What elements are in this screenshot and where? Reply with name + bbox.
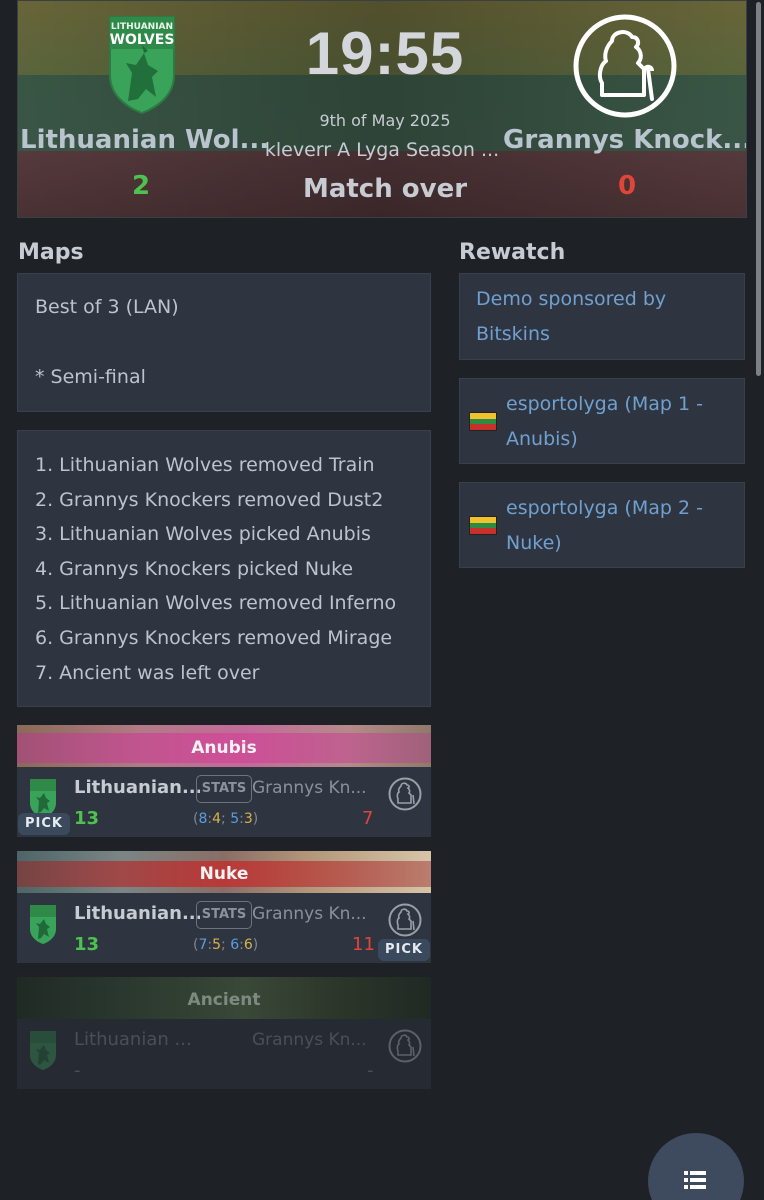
half-scores: (7:5; 6:6) (193, 937, 259, 953)
half1-ct: 4 (212, 811, 222, 827)
lithuanian-wolves-logo (28, 1029, 58, 1071)
team2-name[interactable]: Grannys Kn... (252, 904, 367, 924)
lithuanian-wolves-logo (28, 903, 58, 945)
demo-sponsor-link[interactable]: Demo sponsored by Bitskins (459, 273, 745, 360)
map-name: Nuke (199, 864, 249, 884)
match-status: Match over (302, 174, 468, 204)
team2-name[interactable]: Grannys Kn... (252, 1030, 367, 1050)
map-name: Ancient (187, 990, 261, 1010)
half1-t: 7 (198, 937, 208, 953)
pick-badge: PICK (378, 939, 430, 961)
team1-map-score: 13 (74, 934, 100, 955)
half2-ct: 6 (243, 937, 253, 953)
team2-name[interactable]: Grannys Knock... (503, 125, 747, 155)
rewatch-item-map2[interactable]: esportolyga (Map 2 - Nuke) (459, 482, 745, 568)
half1-ct: 5 (212, 937, 222, 953)
veto-list: 1. Lithuanian Wolves removed Train 2. Gr… (35, 448, 396, 690)
rewatch-item-line2[interactable]: Anubis) (506, 428, 578, 450)
scrollbar-thumb[interactable] (756, 2, 761, 376)
team2-name[interactable]: Grannys Kn... (252, 778, 367, 798)
match-format: Best of 3 (LAN) (35, 296, 179, 318)
team2-map-score: 11 (352, 934, 375, 955)
rewatch-item-line1[interactable]: esportolyga (Map 1 - (506, 393, 703, 415)
half2-t: 5 (230, 811, 240, 827)
lithuania-flag-icon (469, 516, 497, 535)
team2-map-score: 7 (362, 808, 374, 829)
match-note: * Semi-final (35, 366, 146, 388)
team1-name[interactable]: Lithuanian ... (74, 1029, 192, 1050)
stats-button[interactable]: STATS (196, 775, 252, 803)
logo-text-main: WOLVES (110, 32, 175, 48)
team1-name[interactable]: Lithuanian... (74, 777, 200, 798)
team2-score: 0 (618, 171, 637, 201)
maps-heading: Maps (18, 240, 84, 265)
team1-map-score: 13 (74, 808, 100, 829)
grannys-knockers-logo (388, 1029, 422, 1063)
map-card-ancient[interactable]: Ancient Lithuanian ... Grannys Kn... - - (17, 977, 431, 1089)
team1-name[interactable]: Lithuanian... (74, 903, 200, 924)
veto-item: 4. Grannys Knockers picked Nuke (35, 557, 354, 580)
match-header: LITHUANIAN WOLVES 19:55 9th of May 2025 … (17, 0, 747, 218)
veto-box: 1. Lithuanian Wolves removed Train 2. Gr… (17, 430, 431, 707)
logo-text-top: LITHUANIAN (111, 22, 173, 32)
match-time: 19:55 (305, 20, 465, 87)
match-format-box: Best of 3 (LAN) * Semi-final (17, 273, 431, 412)
half2-ct: 3 (243, 811, 253, 827)
team2-map-score: - (367, 1060, 374, 1081)
rewatch-heading: Rewatch (459, 240, 566, 265)
grannys-knockers-logo (388, 777, 422, 811)
half2-t: 6 (230, 937, 240, 953)
map-banner: Anubis (17, 725, 431, 767)
lithuanian-wolves-logo (28, 777, 58, 819)
rewatch-item-line1[interactable]: esportolyga (Map 2 - (506, 497, 703, 519)
menu-fab-button[interactable] (648, 1133, 744, 1200)
pick-badge: PICK (18, 813, 70, 835)
flag-band-red (18, 151, 746, 217)
map-banner: Nuke (17, 851, 431, 893)
map-banner: Ancient (17, 977, 431, 1019)
sponsor-line1[interactable]: Demo sponsored by (476, 288, 667, 310)
grannys-knockers-logo[interactable] (572, 13, 678, 119)
sponsor-line2[interactable]: Bitskins (476, 323, 550, 345)
lithuania-flag-icon (469, 412, 497, 431)
map-card-nuke[interactable]: Nuke Lithuanian... STATS Grannys Kn... 1… (17, 851, 431, 963)
grannys-knockers-logo (388, 903, 422, 937)
rewatch-item-map1[interactable]: esportolyga (Map 1 - Anubis) (459, 378, 745, 464)
team1-name[interactable]: Lithuanian Wol... (20, 125, 270, 155)
lithuanian-wolves-logo[interactable]: LITHUANIAN WOLVES (106, 13, 178, 115)
veto-item: 1. Lithuanian Wolves removed Train (35, 454, 375, 476)
stats-button[interactable]: STATS (196, 901, 252, 929)
veto-item: 7. Ancient was left over (35, 661, 260, 684)
match-date: 9th of May 2025 (319, 111, 451, 130)
veto-item: 3. Lithuanian Wolves picked Anubis (35, 523, 371, 546)
page-scrollbar[interactable] (754, 0, 764, 1200)
event-name[interactable]: kleverr A Lyga Season ... (264, 139, 500, 161)
map-card-anubis[interactable]: Anubis Lithuanian... STATS Grannys Kn...… (17, 725, 431, 837)
veto-item: 6. Grannys Knockers removed Mirage (35, 626, 393, 649)
veto-item: 5. Lithuanian Wolves removed Inferno (35, 592, 397, 615)
half1-t: 8 (198, 811, 208, 827)
list-icon (684, 1171, 706, 1189)
half-scores: (8:4; 5:3) (193, 811, 259, 827)
team1-map-score: - (74, 1060, 81, 1081)
rewatch-item-line2[interactable]: Nuke) (506, 532, 562, 554)
veto-item: 2. Grannys Knockers removed Dust2 (35, 488, 384, 511)
map-name: Anubis (191, 738, 257, 758)
team1-score: 2 (132, 171, 151, 201)
